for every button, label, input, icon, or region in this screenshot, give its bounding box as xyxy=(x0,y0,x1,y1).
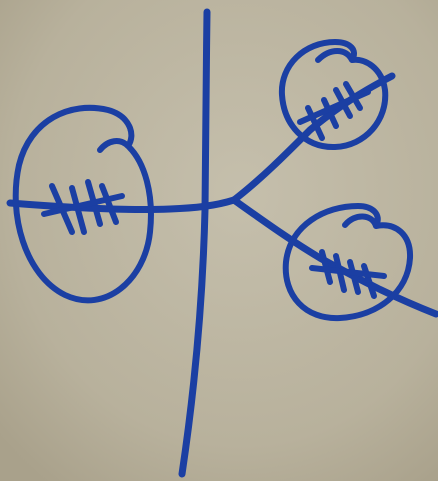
drawing-photo xyxy=(0,0,438,481)
drawing-canvas xyxy=(0,0,438,481)
paper-background xyxy=(0,0,438,481)
